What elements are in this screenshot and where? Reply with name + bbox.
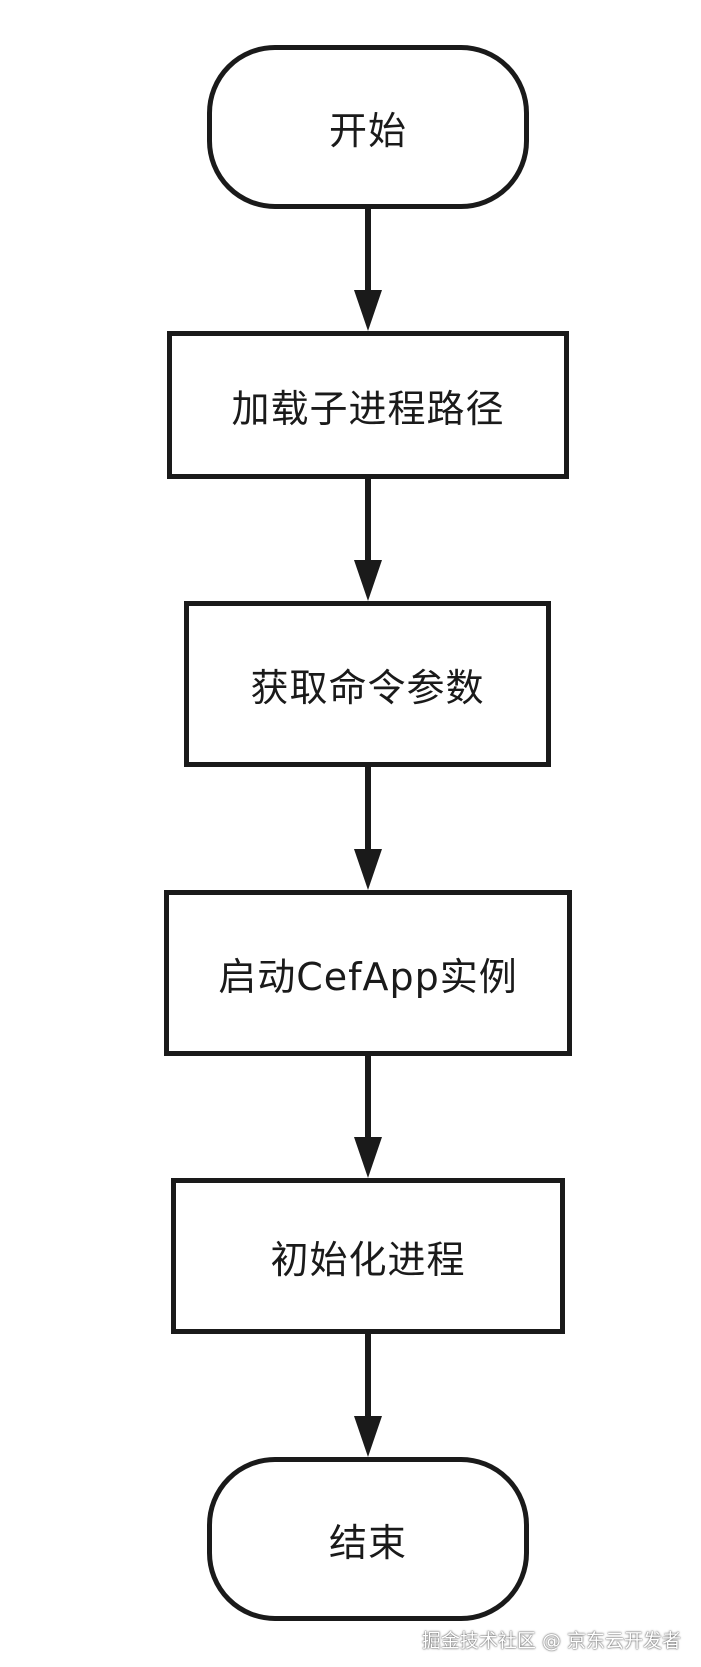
arrowhead-init-to-end: [354, 1416, 382, 1457]
init-process-node: 初始化进程: [171, 1178, 565, 1334]
cefapp-node-label: 启动CefApp实例: [218, 954, 518, 999]
get-command-args-node: 获取命令参数: [184, 601, 551, 767]
arrowhead-load-to-args: [354, 560, 382, 601]
watermark: 掘金技术社区 @ 京东云开发者: [421, 1630, 681, 1652]
load-node-label: 加载子进程路径: [231, 386, 505, 431]
arrowhead-cefapp-to-init: [354, 1137, 382, 1178]
start-node-label: 开始: [328, 108, 407, 153]
end-terminal-node: 结束: [207, 1457, 529, 1621]
args-node-label: 获取命令参数: [250, 665, 485, 710]
start-cefapp-instance-node: 启动CefApp实例: [164, 890, 572, 1056]
arrowhead-start-to-load: [354, 290, 382, 331]
end-node-label: 结束: [328, 1520, 407, 1565]
start-terminal-node: 开始: [207, 45, 529, 209]
load-subprocess-path-node: 加载子进程路径: [167, 331, 569, 479]
init-node-label: 初始化进程: [270, 1237, 466, 1282]
arrowhead-args-to-cefapp: [354, 849, 382, 890]
